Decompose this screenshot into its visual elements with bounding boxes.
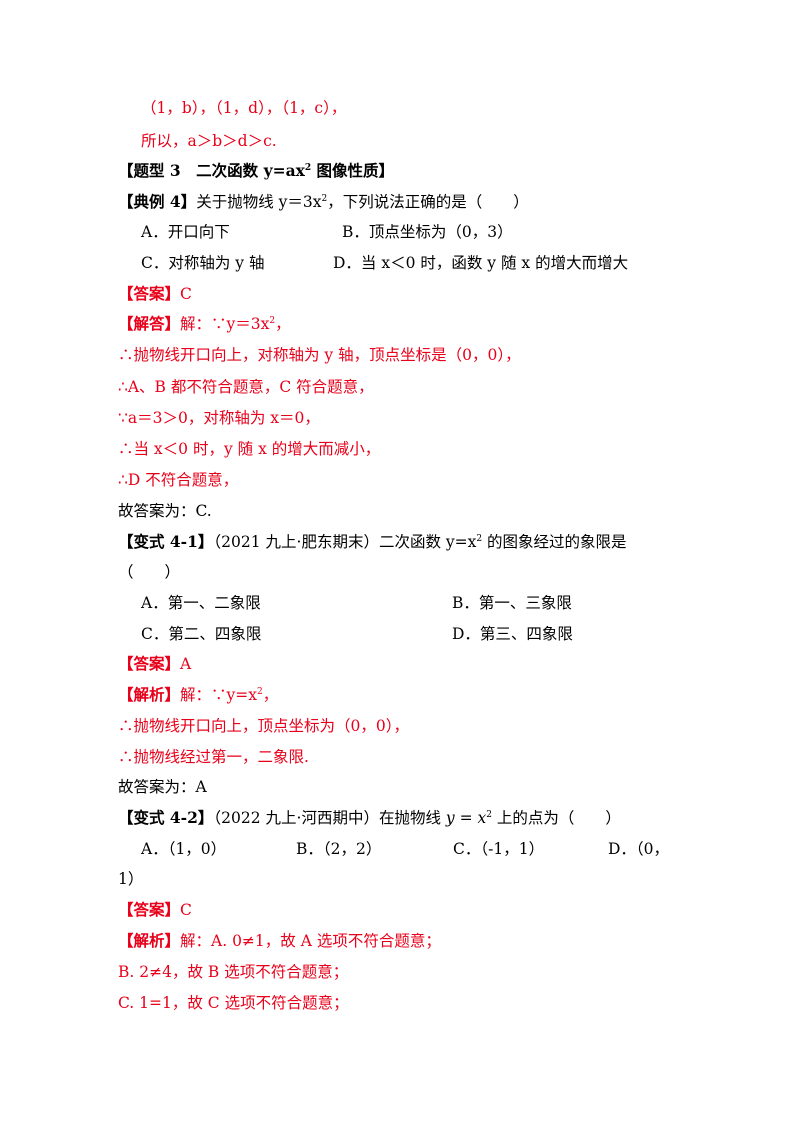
variant-4-2-option-c: C．（-1，1）: [453, 840, 545, 858]
variant-4-1-solution-line: ∴抛物线开口向上，顶点坐标为（0，0），: [118, 717, 409, 735]
example-4-option-b: B．顶点坐标为（0，3）: [342, 223, 513, 241]
variant-4-1-option-d: D．第三、四象限: [452, 625, 573, 643]
example-4-option-a: A．开口向下: [141, 223, 230, 241]
variant-4-2-solution-line: B. 2≠4，故 B 选项不符合题意；: [118, 963, 349, 981]
variant-4-1-question-cont: （ ）: [118, 563, 181, 581]
example-4-solution-first: 【解答】解：∵y＝3x2，: [118, 314, 291, 333]
example-4-solution-line: ∵a＝3＞0，对称轴为 x＝0，: [118, 409, 320, 427]
prev-solution-line: （1，b），（1，d），（1，c），: [141, 99, 347, 117]
example-4-solution-line: ∴D 不符合题意，: [118, 471, 239, 489]
variant-4-1-final-answer: 故答案为：A: [118, 778, 207, 796]
example-4-option-d: D．当 x＜0 时，函数 y 随 x 的增大而增大: [333, 254, 629, 272]
variant-4-2-question: 【变式 4-2】（2022 九上·河西期中）在抛物线 y = x2 上的点为（ …: [118, 808, 621, 827]
variant-4-2-option-a: A．（1，0）: [141, 840, 227, 858]
example-4-option-c: C．对称轴为 y 轴: [141, 254, 265, 272]
variant-4-1-option-c: C．第二、四象限: [141, 625, 262, 643]
variant-4-2-solution-first: 【解析】解：A. 0≠1，故 A 选项不符合题意；: [118, 931, 441, 950]
example-4-solution-line: ∴当 x＜0 时，y 随 x 的增大而减小，: [118, 440, 381, 458]
variant-4-2-answer: 【答案】C: [118, 900, 192, 919]
variant-4-1-option-b: B．第一、三象限: [452, 594, 572, 612]
example-4-tag: 【典例 4】: [118, 192, 197, 211]
variant-4-2-solution-line: C. 1=1，故 C 选项不符合题意；: [118, 994, 349, 1012]
example-4-final-answer: 故答案为：C.: [118, 502, 212, 520]
section-heading: 【题型 3 二次函数 y=ax2 图像性质】: [118, 161, 395, 180]
example-4-solution-line: ∴A、B 都不符合题意，C 符合题意，: [118, 378, 374, 396]
variant-4-1-answer: 【答案】A: [118, 654, 192, 673]
variant-4-2-option-d-cont: 1）: [118, 870, 144, 888]
variant-4-2-tag: 【变式 4-2】: [118, 808, 214, 827]
prev-solution-conclusion: 所以，a＞b＞d＞c.: [141, 132, 277, 150]
variant-4-1-solution-line: ∴抛物线经过第一，二象限.: [118, 748, 309, 766]
variant-4-1-question: 【变式 4-1】（2021 九上·肥东期末）二次函数 y=x2 的图象经过的象限…: [118, 532, 627, 551]
variant-4-2-option-d: D．（0，: [608, 840, 670, 858]
variant-4-2-option-b: B．（2，2）: [296, 840, 382, 858]
example-4-question: 【典例 4】关于抛物线 y＝3x2，下列说法正确的是（ ）: [118, 192, 529, 211]
example-4-answer: 【答案】C: [118, 284, 192, 303]
variant-4-1-option-a: A．第一、二象限: [141, 594, 261, 612]
variant-4-1-solution-first: 【解析】解：∵y=x2，: [118, 685, 279, 704]
variant-4-1-tag: 【变式 4-1】: [118, 532, 214, 551]
example-4-solution-line: ∴抛物线开口向上，对称轴为 y 轴，顶点坐标是（0，0），: [118, 346, 521, 364]
